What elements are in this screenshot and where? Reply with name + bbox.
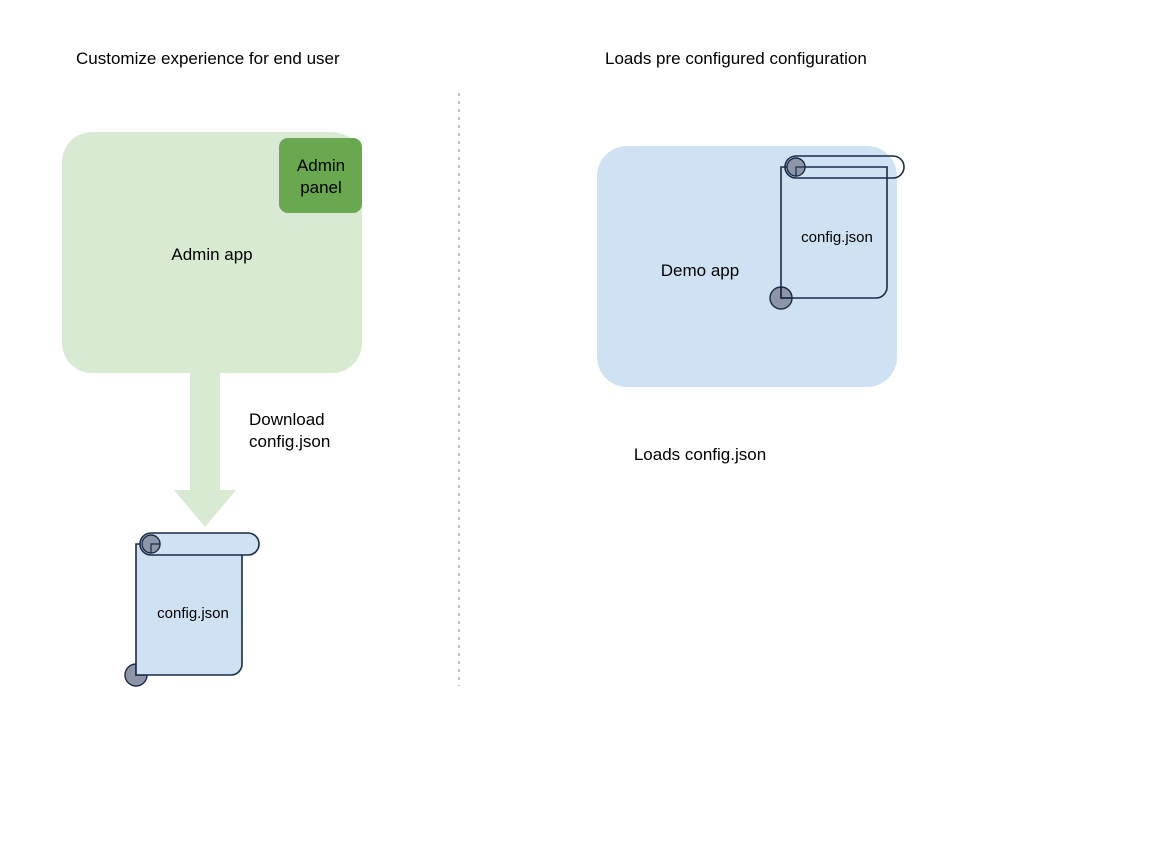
demo-app-label: Demo app [660,261,740,280]
download-arrow [174,373,236,527]
left-section-header: Customize experience for end user [76,49,340,68]
demo-app-box[interactable] [597,146,897,387]
download-arrow-label: Download config.json [249,409,409,453]
admin-panel-label: Admin panel [280,155,362,199]
document-right-top-roll-wedge [795,166,806,177]
document-left-body[interactable] [135,543,243,676]
document-right-top-roll [784,155,905,179]
admin-app-label: Admin app [171,245,253,264]
loads-config-caption: Loads config.json [633,445,767,464]
admin-panel-label-line1: Admin [296,156,346,175]
admin-panel-label-line2: panel [300,178,342,197]
document-left-top-roll-wedge [150,543,161,554]
right-section-header: Loads pre configured configuration [605,49,867,68]
download-arrow-label-line1: Download [249,410,325,429]
document-left-top-roll [139,532,260,556]
document-right-body[interactable] [780,166,888,299]
admin-panel-box[interactable] [279,138,362,213]
document-right-label: config.json [801,229,873,246]
download-arrow-label-line2: config.json [249,432,331,451]
document-left-label: config.json [157,605,229,622]
